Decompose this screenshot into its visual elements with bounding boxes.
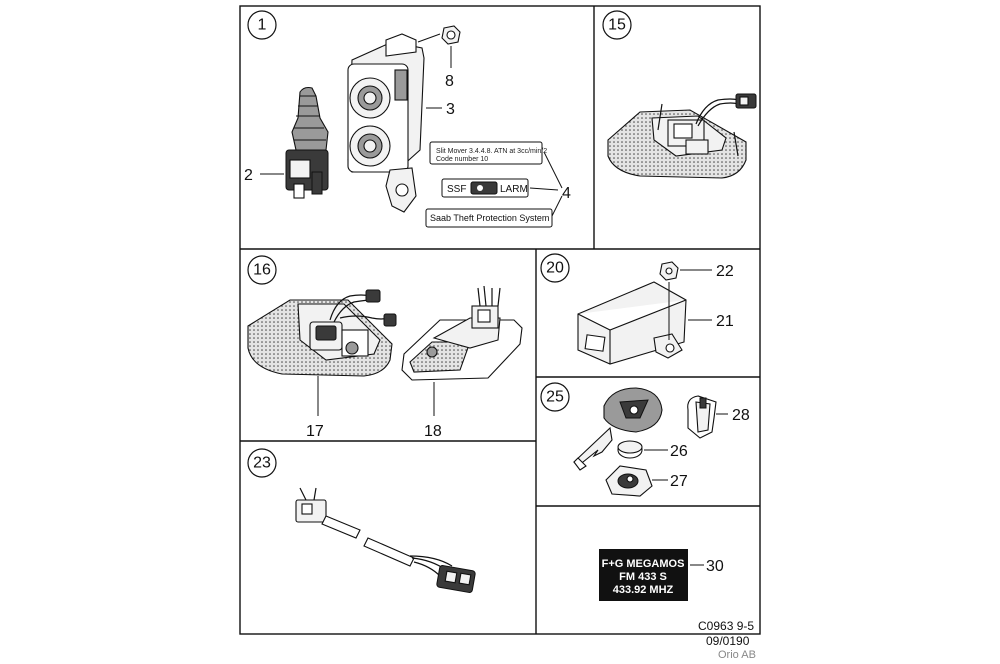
panel-badge-15: 15 [602,10,632,40]
panel-badge-25: 25 [540,382,570,412]
part-4-stickers: Slit Mover 3.4.4.8. ATN at 3cc/min/2 Cod… [425,141,553,228]
panel-number: 15 [608,17,626,34]
leader-4b [529,187,559,191]
drawing-date: 09/0190 [706,634,750,648]
panel-number: 23 [253,455,271,472]
callout-27: 27 [670,473,688,490]
part-18-courtesy-lamp [401,285,523,381]
callout-21: 21 [716,313,734,330]
callout-18: 18 [424,423,442,440]
part-17-courtesy-lamp [247,289,397,377]
callout-22: 22 [716,263,734,280]
sticker-ssf-right: LARM [500,184,528,195]
part-23-switch-cable [295,487,476,593]
part-26-battery [617,440,643,459]
part-28-clip [687,395,717,439]
callout-8: 8 [445,73,454,90]
sticker-saab-text: Saab Theft Protection System [430,213,549,223]
panel-badge-16: 16 [247,255,277,285]
callout-17: 17 [306,423,324,440]
panel-badge-20: 20 [540,253,570,283]
callout-28: 28 [732,407,750,424]
part-21-control-unit [577,281,687,365]
callout-4: 4 [562,185,571,202]
callout-3: 3 [446,101,455,118]
lamp-15-connector [735,93,757,109]
sticker-top [429,141,543,165]
black-label-line1: F+G MEGAMOS [602,558,685,570]
callout-30: 30 [706,558,724,575]
leader-4c [551,195,563,217]
callout-2: 2 [244,167,253,184]
panel-number: 16 [253,262,271,279]
part-3-siren [347,33,425,213]
diagram-frame [239,5,761,635]
leader-8-to-siren [417,33,441,43]
black-label [599,549,688,601]
part-27-transmitter [605,465,653,497]
drawing-owner: Orio AB [718,649,756,661]
drawing-reference: C0963 9-5 [698,619,754,633]
part-22-nut [659,261,679,281]
part-25-key [573,387,663,471]
black-label-line3: 433.92 MHZ [613,584,674,596]
part-2-sensor [285,86,329,199]
leader-4a [543,151,563,189]
black-label-line2: FM 433 S [619,571,667,583]
sticker-saab [425,208,553,228]
sticker-ssf-left: SSF [447,184,466,195]
panel-number: 20 [546,260,564,277]
part-8-nut [441,25,461,45]
panel-number: 1 [258,17,267,34]
part-15-courtesy-lamp [607,103,747,179]
panel-badge-1: 1 [247,10,277,40]
panel-number: 25 [546,389,564,406]
panel-badge-23: 23 [247,448,277,478]
lamp-15-wire [695,98,739,125]
callout-26: 26 [670,443,688,460]
sticker-top-line2: Code number 10 [436,156,488,163]
part-30-label: F+G MEGAMOS FM 433 S 433.92 MHZ [599,549,688,601]
sticker-top-line1: Slit Mover 3.4.4.8. ATN at 3cc/min/2 [436,148,547,155]
